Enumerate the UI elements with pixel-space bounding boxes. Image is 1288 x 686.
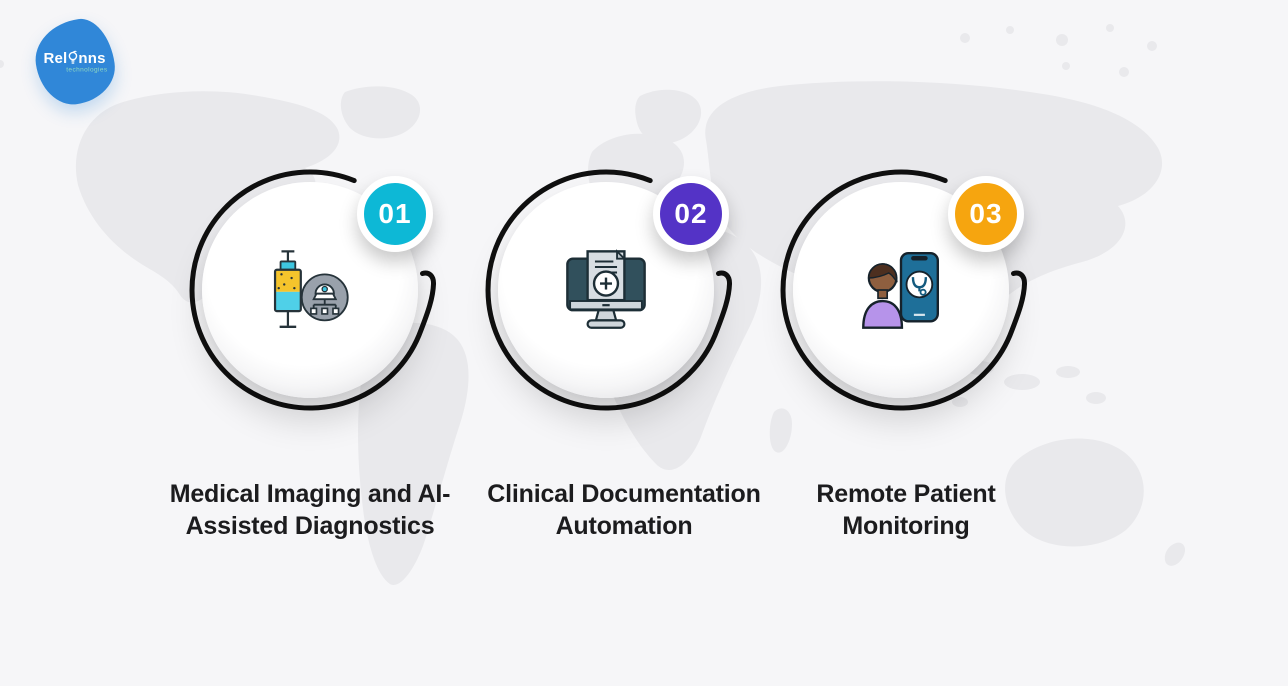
step-title: Medical Imaging and AI- Assisted Diagnos… <box>169 480 451 540</box>
patient-smartphone-stethoscope-icon <box>862 252 939 329</box>
step-disc <box>202 182 418 398</box>
step-item-clinical-documentation: 02 Clinical Documentation Automation <box>436 160 776 542</box>
logo-blob: Rel nns technologies <box>30 14 120 110</box>
logo-subtitle: technologies <box>66 65 108 73</box>
step-number-badge: 02 <box>653 176 729 252</box>
step-circle: 03 <box>771 160 1031 420</box>
step-circle: 02 <box>476 160 736 420</box>
step-number: 01 <box>378 198 412 229</box>
step-number-badge: 03 <box>948 176 1024 252</box>
step-circle: 01 <box>180 160 440 420</box>
logo-text-right: nns <box>78 49 106 67</box>
syringe-and-ai-network-icon <box>273 250 349 328</box>
step-item-medical-imaging: 01 Medical Imaging and AI- Assisted Diag… <box>140 160 480 542</box>
open-circle-arc <box>189 169 436 411</box>
step-number: 02 <box>674 198 708 229</box>
open-circle-arc <box>780 169 1027 411</box>
step-number: 03 <box>969 198 1003 229</box>
open-circle-arc <box>485 169 732 411</box>
relinns-logo: Rel nns technologies <box>30 14 120 110</box>
step-title: Clinical Documentation Automation <box>487 480 761 540</box>
step-number-badge: 01 <box>357 176 433 252</box>
monitor-document-plus-icon <box>566 249 646 329</box>
step-title: Remote Patient Monitoring <box>816 480 996 540</box>
step-item-remote-monitoring: 03 Remote Patient Monitoring <box>731 160 1071 542</box>
lightbulb-icon <box>68 50 78 64</box>
logo-text-left: Rel <box>43 49 68 67</box>
